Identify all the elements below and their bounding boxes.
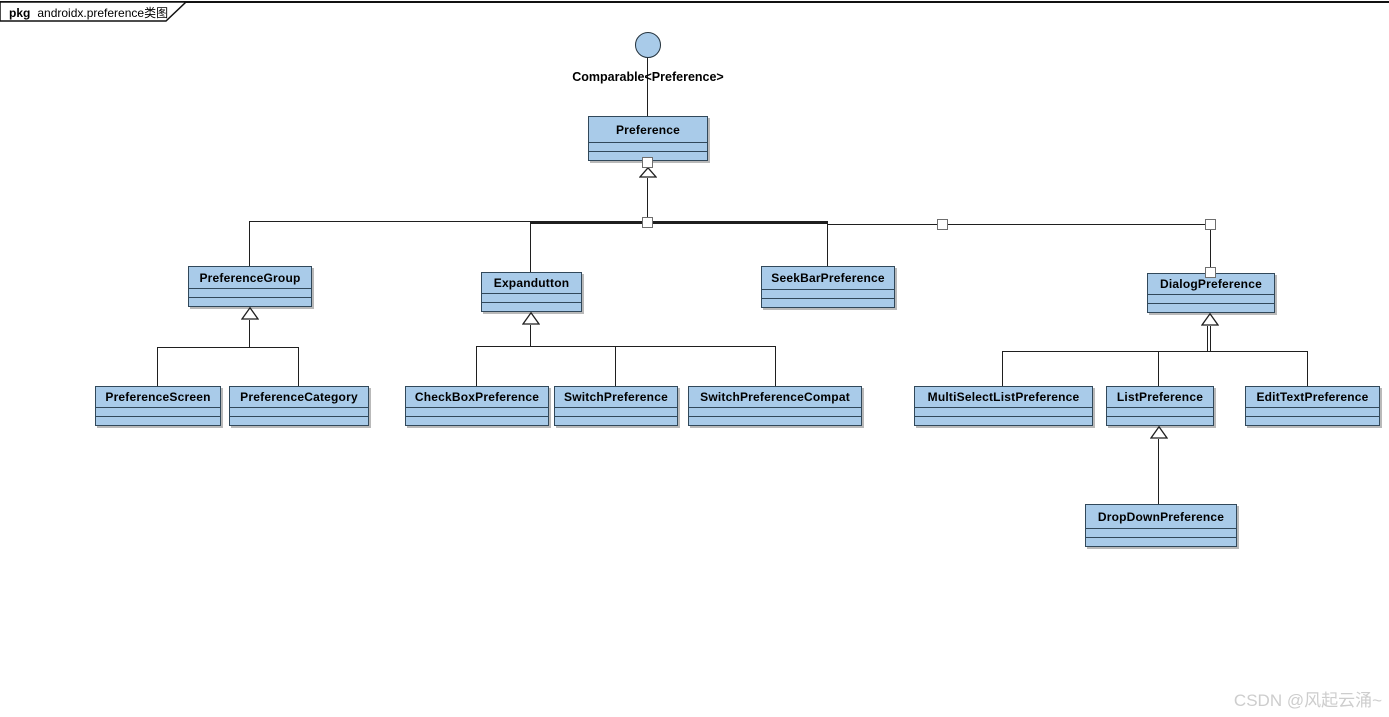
class-name-label: Expandutton [493, 276, 570, 290]
attributes-compartment [1148, 294, 1274, 303]
class-name-label: PreferenceScreen [105, 390, 211, 404]
interface-label: Comparable<Preference> [572, 70, 724, 84]
attributes-compartment [589, 142, 707, 151]
generalization-arrowhead-preference-group [241, 307, 259, 320]
class-name-label: ListPreference [1116, 390, 1204, 404]
package-tab [0, 1, 188, 22]
connector-line [1307, 351, 1308, 386]
class-box-edittext-preference: EditTextPreference [1245, 386, 1380, 426]
class-box-switch-preference-compat: SwitchPreferenceCompat [688, 386, 862, 426]
class-box-checkbox-preference: CheckBoxPreference [405, 386, 549, 426]
lollipop-stem-line [647, 58, 648, 116]
connector-line [531, 221, 828, 224]
class-box-preference-screen: PreferenceScreen [95, 386, 221, 426]
class-name-label: PreferenceGroup [199, 270, 301, 285]
attributes-compartment [1107, 407, 1213, 416]
class-box-preference: Preference [588, 116, 708, 161]
attributes-compartment [1246, 407, 1379, 416]
connector-line [1002, 351, 1308, 352]
operations-compartment [230, 416, 368, 425]
class-box-preference-group: PreferenceGroup [188, 266, 312, 307]
connector-line [827, 223, 828, 266]
attributes-compartment [406, 407, 548, 416]
connector-line [476, 346, 776, 347]
class-box-expandutton: Expandutton [481, 272, 582, 312]
generalization-arrowhead-dialog-preference [1201, 313, 1219, 326]
connector-handle[interactable] [937, 219, 948, 230]
connector-line [249, 320, 250, 347]
package-keyword: pkg [9, 6, 31, 20]
operations-compartment [1107, 416, 1213, 425]
generalization-arrowhead-expandutton [522, 312, 540, 325]
attributes-compartment [189, 288, 311, 297]
attributes-compartment [96, 407, 220, 416]
connector-line [1158, 351, 1159, 386]
attributes-compartment [230, 407, 368, 416]
class-box-dialog-preference: DialogPreference [1147, 273, 1275, 313]
connector-line [1002, 351, 1003, 386]
class-box-list-preference: ListPreference [1106, 386, 1214, 426]
connector-line [615, 346, 616, 386]
class-name-label: SwitchPreference [564, 390, 668, 404]
class-box-seekbar-preference: SeekBarPreference [761, 266, 895, 308]
connector-line [828, 224, 1212, 225]
csdn-watermark: CSDN @风起云涌~ [1233, 691, 1382, 710]
connector-line [647, 178, 648, 222]
package-title: androidx.preference类图 [37, 6, 169, 20]
connector-line [476, 346, 477, 386]
attributes-compartment [555, 407, 677, 416]
class-name-label: DropDownPreference [1097, 509, 1225, 524]
class-box-multiselect-list-preference: MultiSelectListPreference [914, 386, 1093, 426]
class-name-label: CheckBoxPreference [414, 390, 540, 404]
class-name-label: EditTextPreference [1256, 390, 1369, 404]
connector-handle[interactable] [642, 217, 653, 228]
operations-compartment [915, 416, 1092, 425]
connector-line [530, 325, 531, 346]
attributes-compartment [915, 407, 1092, 416]
connector-handle[interactable] [1205, 267, 1216, 278]
attributes-compartment [1086, 528, 1236, 537]
operations-compartment [589, 151, 707, 160]
attributes-compartment [762, 289, 894, 298]
operations-compartment [1246, 416, 1379, 425]
generalization-arrowhead-list-preference [1150, 426, 1168, 439]
operations-compartment [1086, 537, 1236, 546]
frame-top-border [0, 1, 1389, 3]
class-box-preference-category: PreferenceCategory [229, 386, 369, 426]
operations-compartment [96, 416, 220, 425]
class-name-label: Preference [615, 122, 681, 137]
connector-line [775, 346, 776, 386]
generalization-arrowhead-preference [639, 167, 657, 178]
operations-compartment [689, 416, 861, 425]
attributes-compartment [689, 407, 861, 416]
operations-compartment [762, 298, 894, 307]
connector-line [530, 222, 531, 272]
class-box-dropdown-preference: DropDownPreference [1085, 504, 1237, 547]
connector-line [1158, 439, 1159, 504]
connector-line [1210, 225, 1211, 273]
connector-line [157, 347, 299, 348]
connector-line [249, 221, 532, 222]
class-name-label: SwitchPreferenceCompat [700, 390, 850, 404]
connector-line [298, 347, 299, 386]
connector-line [249, 221, 250, 266]
class-name-label: SeekBarPreference [771, 271, 885, 285]
operations-compartment [189, 297, 311, 306]
operations-compartment [1148, 303, 1274, 312]
attributes-compartment [482, 293, 581, 302]
connector-handle[interactable] [1205, 219, 1216, 230]
connector-handle[interactable] [642, 157, 653, 168]
operations-compartment [406, 416, 548, 425]
class-name-label: MultiSelectListPreference [927, 390, 1080, 404]
connector-line [1207, 326, 1208, 352]
class-name-label: PreferenceCategory [240, 390, 358, 404]
class-name-label: DialogPreference [1160, 277, 1262, 291]
operations-compartment [482, 302, 581, 311]
operations-compartment [555, 416, 677, 425]
class-box-switch-preference: SwitchPreference [554, 386, 678, 426]
connector-line [1210, 326, 1211, 352]
interface-lollipop-icon [635, 32, 661, 58]
package-tab-label: pkg androidx.preference类图 [9, 4, 168, 21]
connector-line [157, 347, 158, 386]
